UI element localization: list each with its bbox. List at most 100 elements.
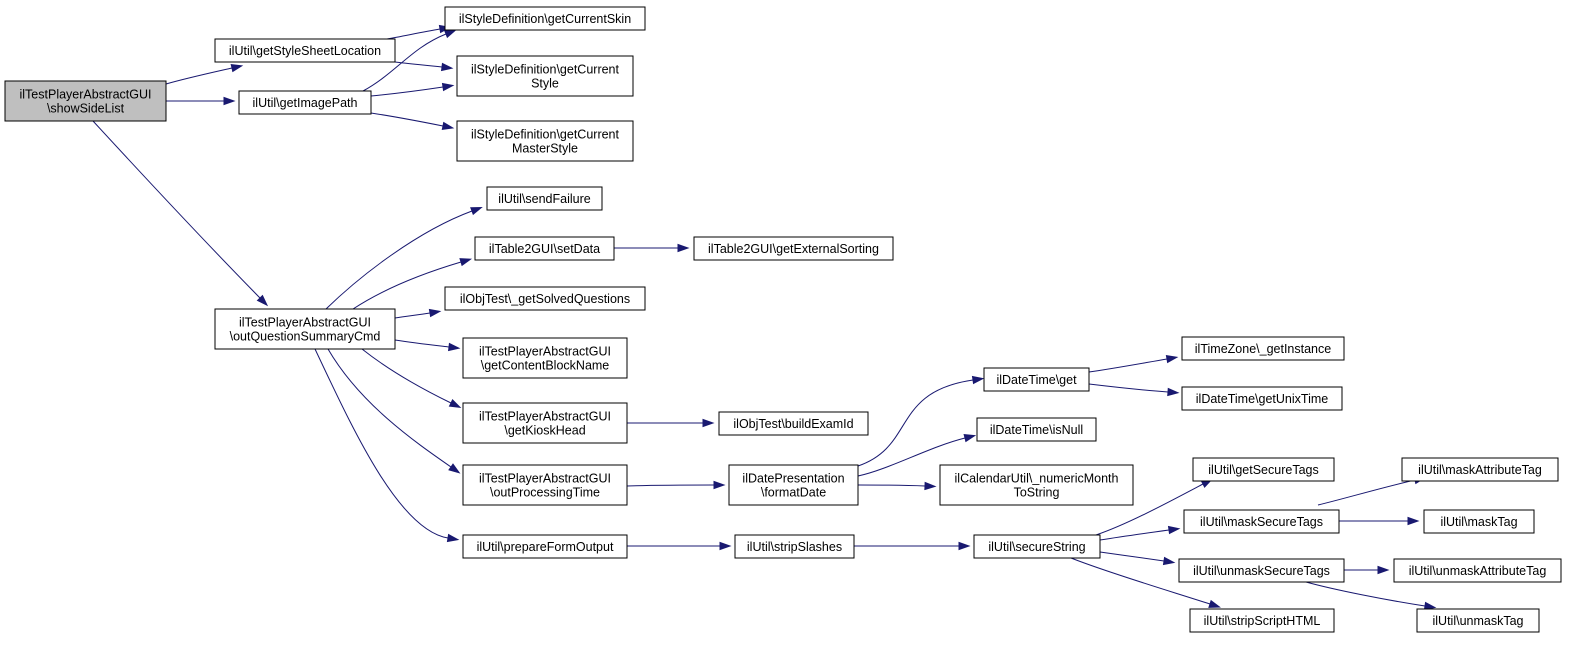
node-n16[interactable]: ilDatePresentation\formatDate: [728, 464, 859, 506]
node-n2[interactable]: ilUtil\getImagePath: [238, 90, 372, 115]
edge-line: [394, 61, 443, 68]
edge-n3-n12: [327, 348, 461, 474]
node-label: ilDateTime\isNull: [990, 423, 1083, 437]
node-label: ilDateTime\get: [996, 373, 1077, 387]
edge-line: [857, 437, 966, 477]
arrowhead: [719, 541, 732, 551]
node-label: ilTestPlayerAbstractGUI: [20, 88, 152, 102]
node-label: ilUtil\prepareFormOutput: [477, 540, 614, 554]
arrowhead: [1167, 525, 1181, 535]
node-label: ilUtil\unmaskTag: [1432, 614, 1523, 628]
node-n9[interactable]: ilObjTest\_getSolvedQuestions: [444, 286, 646, 311]
arrowhead: [448, 342, 461, 352]
node-label: ilTestPlayerAbstractGUI: [479, 410, 611, 424]
node-n1[interactable]: ilUtil\getStyleSheetLocation: [214, 38, 396, 63]
node-n17[interactable]: ilUtil\stripSlashes: [734, 534, 855, 559]
node-label: ilUtil\stripSlashes: [747, 540, 842, 554]
edge-n25-n29: [1338, 516, 1420, 526]
node-label: ilDatePresentation: [742, 472, 844, 486]
node-n18[interactable]: ilDateTime\get: [983, 367, 1090, 392]
node-n13[interactable]: ilUtil\prepareFormOutput: [462, 534, 628, 559]
node-box: [983, 367, 1090, 392]
node-n0[interactable]: ilTestPlayerAbstractGUI\showSideList: [4, 80, 167, 122]
node-n11[interactable]: ilTestPlayerAbstractGUI\getKioskHead: [462, 402, 628, 444]
edge-line: [327, 348, 452, 468]
node-n31[interactable]: ilUtil\unmaskTag: [1416, 608, 1540, 633]
node-label: ilUtil\getSecureTags: [1208, 463, 1318, 477]
node-label: ilObjTest\_getSolvedQuestions: [460, 292, 630, 306]
node-n25[interactable]: ilUtil\maskSecureTags: [1183, 509, 1340, 534]
node-n12[interactable]: ilTestPlayerAbstractGUI\outProcessingTim…: [462, 464, 628, 506]
node-n4[interactable]: ilStyleDefinition\getCurrentSkin: [444, 6, 646, 31]
node-n29[interactable]: ilUtil\maskTag: [1423, 509, 1535, 534]
node-n15[interactable]: ilObjTest\buildExamId: [718, 411, 869, 436]
edge-line: [394, 339, 450, 348]
node-box: [1416, 608, 1540, 633]
node-box: [462, 464, 628, 506]
edge-n3-n11: [361, 348, 462, 409]
edge-line: [1095, 483, 1204, 536]
edge-line: [1099, 551, 1165, 562]
node-label: ilCalendarUtil\_numericMonth: [955, 472, 1119, 486]
node-box: [1423, 509, 1535, 534]
node-label: ilUtil\sendFailure: [498, 192, 590, 206]
node-n7[interactable]: ilUtil\sendFailure: [486, 186, 603, 211]
edge-line: [1070, 557, 1211, 605]
node-box: [444, 286, 646, 311]
edge-line: [1088, 383, 1169, 393]
node-n27[interactable]: ilUtil\stripScriptHTML: [1189, 608, 1335, 633]
node-n28[interactable]: ilUtil\maskAttributeTag: [1401, 457, 1559, 482]
node-n30[interactable]: ilUtil\unmaskAttributeTag: [1393, 558, 1562, 583]
node-n21[interactable]: ilUtil\secureString: [973, 534, 1101, 559]
edge-line: [1317, 479, 1416, 506]
arrowhead: [713, 480, 726, 490]
node-label: MasterStyle: [512, 142, 578, 156]
node-box: [474, 236, 615, 261]
node-box: [728, 464, 859, 506]
edge-line: [857, 379, 974, 467]
node-label: ilUtil\maskSecureTags: [1200, 515, 1323, 529]
edge-n26-n30: [1344, 565, 1390, 575]
node-label: ilUtil\maskTag: [1440, 515, 1517, 529]
node-label: Style: [531, 77, 559, 91]
node-label: ilUtil\maskAttributeTag: [1418, 463, 1542, 477]
node-n10[interactable]: ilTestPlayerAbstractGUI\getContentBlockN…: [462, 337, 628, 379]
node-n8[interactable]: ilTable2GUI\setData: [474, 236, 615, 261]
node-n14[interactable]: ilTable2GUI\getExternalSorting: [693, 236, 894, 261]
node-n3[interactable]: ilTestPlayerAbstractGUI\outQuestionSumma…: [214, 308, 396, 350]
node-n19[interactable]: ilDateTime\isNull: [976, 417, 1097, 442]
node-label: \outProcessingTime: [490, 486, 600, 500]
arrowhead: [428, 308, 442, 318]
node-label: ilTable2GUI\setData: [489, 242, 600, 256]
node-n23[interactable]: ilDateTime\getUnixTime: [1181, 386, 1343, 411]
edge-n21-n25: [1099, 525, 1181, 541]
node-box: [1393, 558, 1562, 583]
edge-n1-n4: [386, 24, 452, 40]
arrowhead: [1423, 601, 1437, 611]
node-label: ilStyleDefinition\getCurrentSkin: [459, 12, 631, 26]
edge-line: [362, 33, 447, 92]
edge-n21-n26: [1099, 551, 1176, 566]
node-label: ToString: [1014, 486, 1060, 500]
arrowhead: [459, 258, 473, 267]
node-box: [238, 90, 372, 115]
arrowhead: [1377, 565, 1390, 575]
edge-n8-n14: [614, 243, 690, 253]
edge-line: [361, 348, 452, 404]
arrowhead: [702, 418, 715, 428]
edge-n16-n20: [857, 481, 937, 491]
arrowhead: [446, 533, 460, 543]
node-box: [4, 80, 167, 122]
node-box: [214, 308, 396, 350]
node-n22[interactable]: ilTimeZone\_getInstance: [1181, 336, 1345, 361]
edge-n2-n6: [370, 112, 455, 131]
node-n24[interactable]: ilUtil\getSecureTags: [1192, 457, 1335, 482]
edge-line: [626, 484, 715, 487]
edge-n18-n22: [1088, 354, 1179, 373]
node-n26[interactable]: ilUtil\unmaskSecureTags: [1178, 558, 1345, 583]
node-box: [1181, 386, 1343, 411]
